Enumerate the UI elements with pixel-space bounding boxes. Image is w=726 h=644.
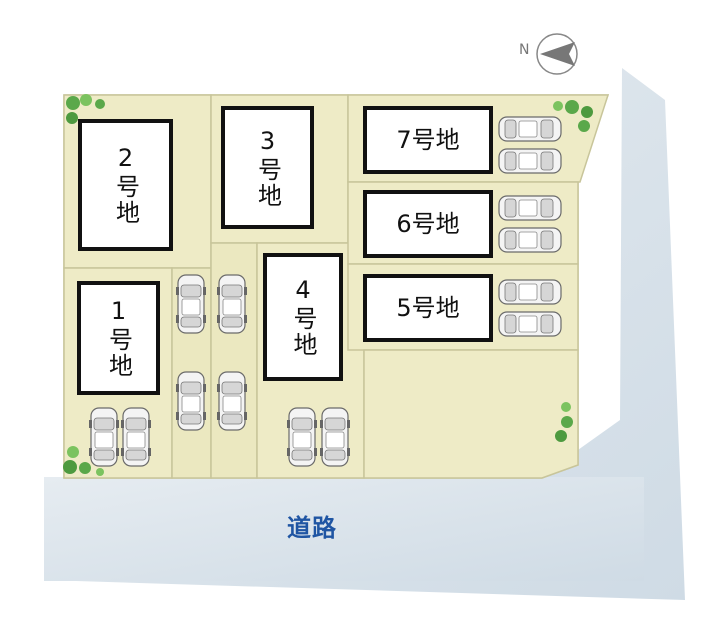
car-icon: [498, 116, 562, 142]
car-icon: [498, 279, 562, 305]
road-label: 道路: [287, 514, 337, 542]
car-icon: [498, 148, 562, 174]
lot-label-2: 2号地: [78, 119, 173, 251]
car-icon: [216, 274, 248, 334]
lot-label-text: 6号地: [396, 210, 460, 238]
lot-label-1: 1号地: [77, 281, 160, 395]
compass-icon: [536, 33, 578, 75]
car-icon: [286, 407, 318, 467]
lot-label-3: 3号地: [221, 106, 314, 229]
car-icon: [120, 407, 152, 467]
tree-icon: [63, 446, 104, 476]
lot-label-6: 6号地: [363, 190, 493, 258]
car-icon: [319, 407, 351, 467]
lot-label-text: 4号地: [289, 276, 317, 358]
car-icon: [175, 274, 207, 334]
lot-label-text: 1号地: [104, 297, 133, 379]
lot-label-4: 4号地: [263, 253, 343, 381]
parcel-common: [363, 349, 579, 479]
car-icon: [498, 227, 562, 253]
tree-icon: [66, 94, 105, 124]
car-icon: [88, 407, 120, 467]
lot-label-5: 5号地: [363, 274, 493, 342]
car-icon: [498, 195, 562, 221]
compass-label: N: [519, 42, 530, 58]
lot-label-text: 2号地: [111, 144, 140, 226]
car-icon: [175, 371, 207, 431]
tree-icon: [553, 100, 593, 132]
tree-icon: [555, 402, 573, 442]
lot-label-7: 7号地: [363, 106, 493, 174]
road-strip: [44, 477, 644, 581]
car-icon: [498, 311, 562, 337]
lot-label-text: 5号地: [396, 294, 460, 322]
car-icon: [216, 371, 248, 431]
lot-label-text: 3号地: [253, 126, 282, 209]
lot-label-text: 7号地: [396, 126, 460, 154]
